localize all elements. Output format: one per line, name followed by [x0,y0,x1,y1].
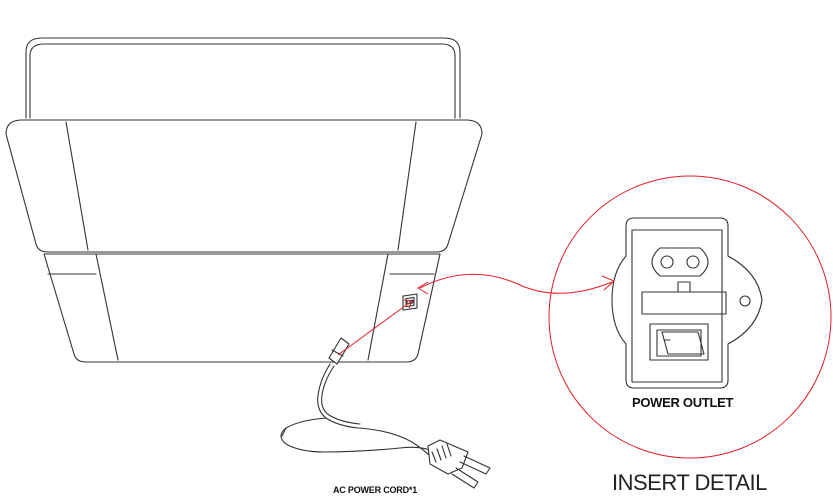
cord-label: AC POWER CORD*1 [333,485,418,495]
insert-callout [337,175,832,459]
rocker-switch-icon [649,323,709,361]
power-plug-icon [427,439,491,489]
chair-base [43,253,441,363]
chair-seat-upper [5,119,483,253]
ac-power-cord [280,337,431,457]
chair-backrest [25,37,461,119]
outlet-label: POWER OUTLET [632,395,734,410]
power-outlet-panel [611,217,763,389]
power-inlet-icon [651,247,709,277]
power-inlet-icon [402,293,418,311]
insert-detail-label: INSERT DETAIL [612,470,767,495]
